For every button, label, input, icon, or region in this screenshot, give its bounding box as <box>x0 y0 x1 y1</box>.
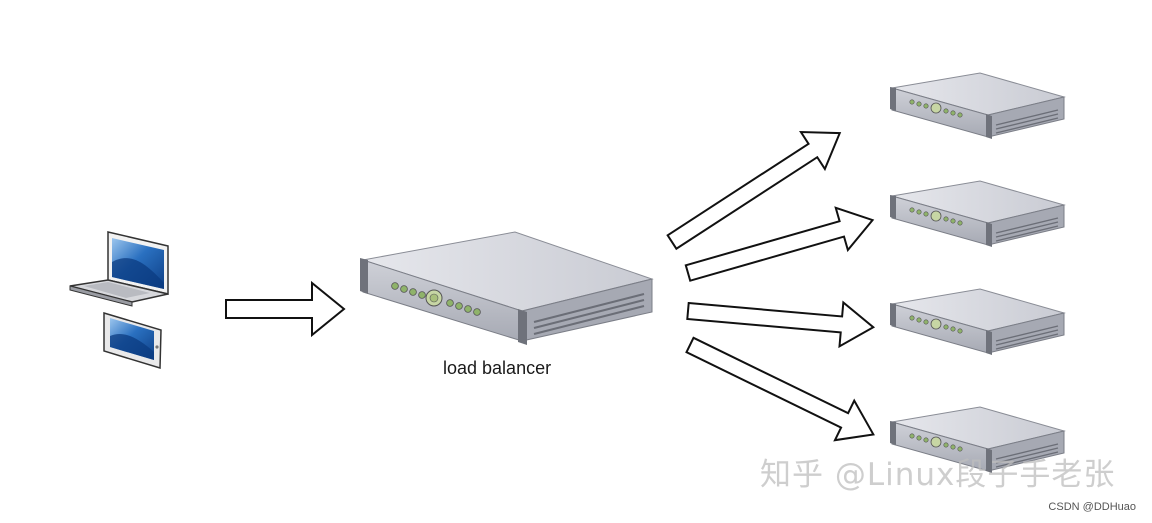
backend-server-icon <box>890 289 1064 355</box>
arrow-lb-to-server-3 <box>686 289 875 349</box>
arrow-lb-to-server-4 <box>680 325 883 454</box>
laptop-icon <box>70 232 168 306</box>
load-balancer-label: load balancer <box>443 358 551 379</box>
backend-server-icon <box>890 181 1064 247</box>
watermark-text: 知乎 @Linux段子手老张 <box>760 449 1115 494</box>
load-balancer-server-icon <box>360 232 652 345</box>
tablet-icon <box>104 313 161 368</box>
backend-server-icon <box>890 73 1064 139</box>
source-credit: CSDN @DDHuao <box>1048 501 1136 513</box>
arrow-client-to-lb <box>226 283 344 335</box>
